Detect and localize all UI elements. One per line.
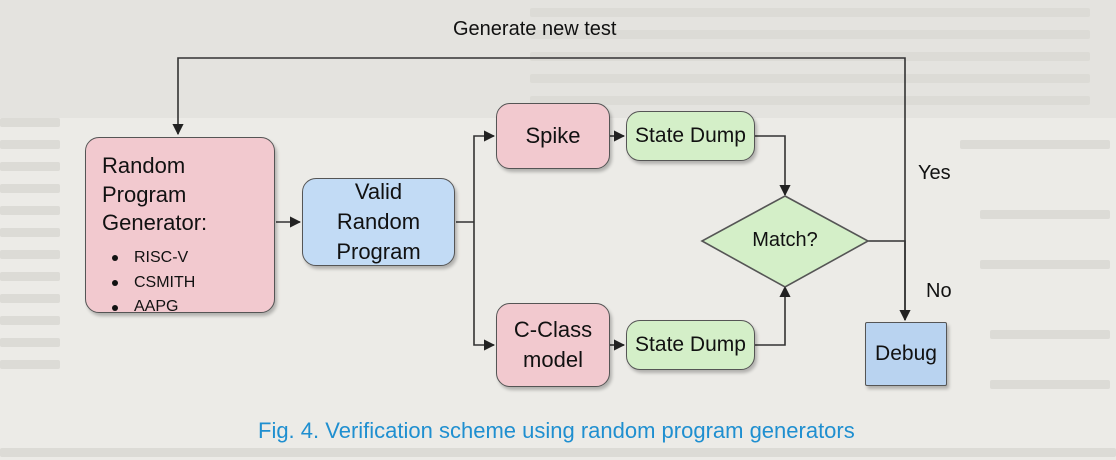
background-line (0, 162, 60, 171)
edge-split-to-cclass (473, 222, 496, 351)
edge-dump-top-to-match (755, 135, 791, 197)
background-line (530, 74, 1090, 83)
state-dump-top-label: State Dump (635, 123, 746, 147)
background-line (0, 206, 60, 215)
background-line (0, 316, 60, 325)
list-item: RISC-V (112, 246, 195, 271)
cclass-model-node: C-Class model (496, 303, 610, 387)
bullet-icon (112, 255, 118, 262)
random-program-generator-node: Random Program Generator: RISC-V CSMITH … (85, 137, 275, 315)
cclass-model-label: C-Class model (513, 317, 593, 372)
match-label: Match? (752, 229, 818, 251)
background-line (0, 338, 60, 347)
background-line (0, 360, 60, 369)
edge-split-to-spike (473, 130, 496, 222)
background-line (990, 330, 1110, 339)
background-line (0, 250, 60, 259)
no-label: No (926, 280, 952, 302)
background-line (0, 184, 60, 193)
rpg-generator-list: RISC-V CSMITH AAPG (112, 246, 195, 320)
debug-node: Debug (865, 322, 947, 386)
background-line (0, 140, 60, 149)
debug-label: Debug (875, 341, 937, 365)
rpg-title: Random Program Generator: (102, 153, 208, 236)
spike-node: Spike (496, 103, 610, 169)
state-dump-bottom-label: State Dump (635, 332, 746, 356)
state-dump-top-node: State Dump (626, 111, 755, 161)
bullet-icon (112, 279, 118, 286)
edge-match-to-debug (868, 240, 911, 322)
background-line (530, 52, 1090, 61)
list-item: CSMITH (112, 271, 195, 296)
background-line (960, 140, 1110, 149)
edge-generate-new-test (172, 57, 906, 320)
background-line (0, 294, 60, 303)
valid-random-program-node: Valid Random Program (302, 178, 455, 266)
background-line (0, 272, 60, 281)
generate-new-test-label: Generate new test (453, 18, 617, 40)
background-line (0, 448, 1116, 457)
edge-dump-bottom-to-match (755, 285, 791, 346)
match-diamond (700, 195, 870, 288)
list-item: AAPG (112, 295, 195, 320)
background-line (980, 260, 1110, 269)
background-line (0, 228, 60, 237)
background-line (990, 380, 1110, 389)
background-line (530, 96, 1090, 105)
background-line (530, 8, 1090, 17)
spike-label: Spike (525, 123, 581, 149)
figure-caption: Fig. 4. Verification scheme using random… (258, 418, 855, 443)
state-dump-bottom-node: State Dump (626, 320, 755, 370)
background-line (0, 118, 60, 127)
yes-label: Yes (918, 162, 951, 184)
valid-random-program-label: Valid Random Program (336, 179, 421, 264)
background-line (530, 30, 1090, 39)
bullet-icon (112, 304, 118, 311)
background-line (980, 210, 1110, 219)
